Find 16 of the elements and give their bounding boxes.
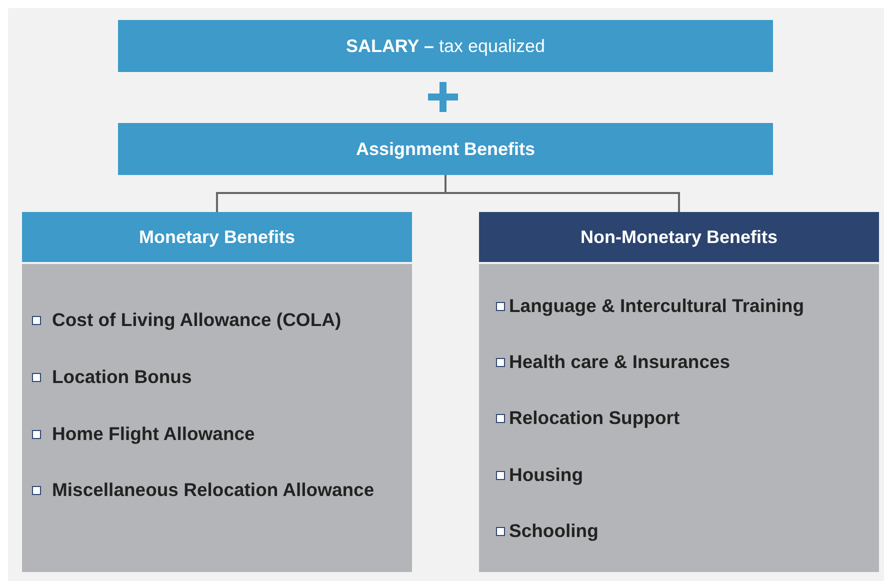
list-item: Relocation Support bbox=[509, 406, 681, 430]
bar-label: SALARY – tax equalized bbox=[346, 36, 546, 56]
connector-line bbox=[444, 175, 680, 212]
list-item: Health care & Insurances bbox=[509, 350, 732, 374]
list-item: Home Flight Allowance bbox=[52, 422, 256, 446]
bar-label: Assignment Benefits bbox=[356, 138, 536, 160]
assignment-benefits-bar bbox=[118, 123, 773, 175]
salary-bar bbox=[118, 20, 773, 72]
list-item: Schooling bbox=[509, 519, 600, 543]
list-item: Miscellaneous Relocation Allowance bbox=[52, 478, 376, 502]
list-item: Housing bbox=[509, 463, 584, 487]
card-header: Monetary Benefits bbox=[22, 212, 412, 262]
list-item: Location Bonus bbox=[52, 365, 193, 389]
card-header: Non-Monetary Benefits bbox=[479, 212, 879, 262]
list-item: Cost of Living Allowance (COLA) bbox=[52, 308, 342, 332]
list-item: Language & Intercultural Training bbox=[509, 294, 806, 318]
